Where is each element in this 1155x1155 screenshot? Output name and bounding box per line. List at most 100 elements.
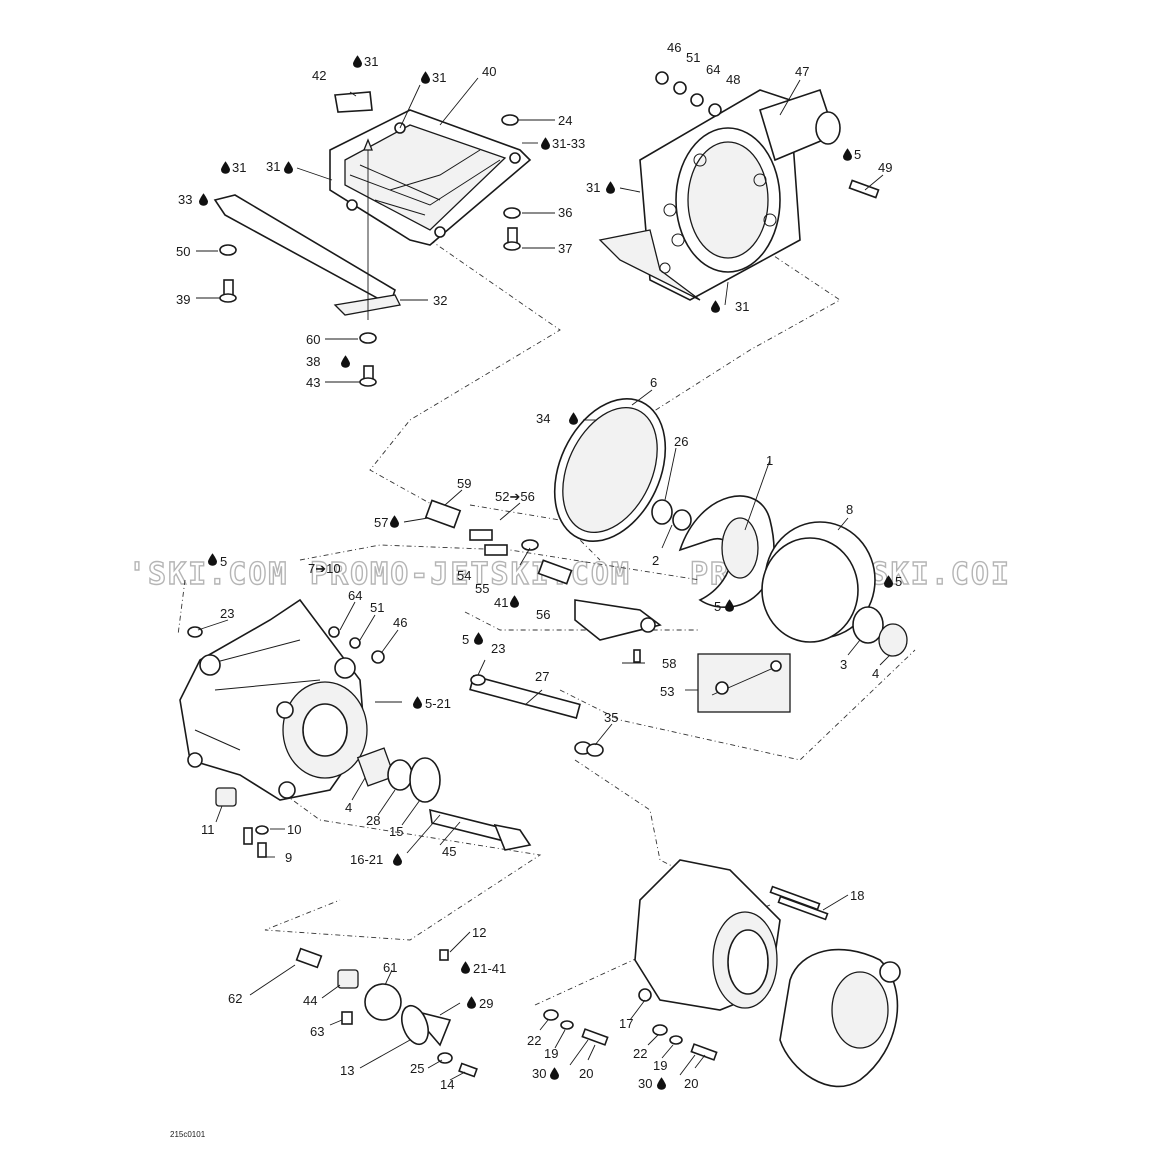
- drop-icon: [341, 355, 350, 368]
- drop-icon: [390, 515, 399, 528]
- callout: 32: [433, 293, 447, 308]
- callout: 50: [176, 244, 190, 259]
- callout: 20: [684, 1076, 698, 1091]
- callout: 19: [653, 1058, 667, 1073]
- hardware-top-left: [219, 114, 521, 387]
- callout-labels: 31 42 31 40 24 31-33 31 31 33 36 37 50 3…: [176, 40, 902, 1092]
- callout: 13: [340, 1063, 354, 1078]
- callout: 41: [494, 595, 508, 610]
- drop-icon: [284, 161, 293, 174]
- callout: 31: [364, 54, 378, 69]
- callout: 45: [442, 844, 456, 859]
- callout: 37: [558, 241, 572, 256]
- drop-icon: [711, 300, 720, 313]
- drop-icon: [413, 696, 422, 709]
- watermark-middle: PROMO-JETSKI.COM: [310, 557, 631, 592]
- callout: 5: [895, 574, 902, 589]
- callout: 48: [726, 72, 740, 87]
- callout: 25: [410, 1061, 424, 1076]
- callout: 20: [579, 1066, 593, 1081]
- callout: 63: [310, 1024, 324, 1039]
- drop-icon: [208, 553, 217, 566]
- callout: 4: [345, 800, 352, 815]
- callout: 30: [638, 1076, 652, 1091]
- callout: 59: [457, 476, 471, 491]
- callout: 57: [374, 515, 388, 530]
- callout: 61: [383, 960, 397, 975]
- drop-icon: [510, 595, 519, 608]
- callout: 22: [633, 1046, 647, 1061]
- callout: 1: [766, 453, 773, 468]
- drop-icon: [461, 961, 470, 974]
- drop-icon: [606, 181, 615, 194]
- callout: 52➔56: [495, 489, 535, 504]
- callout: 64: [348, 588, 362, 603]
- callout: 36: [558, 205, 572, 220]
- callout: 38: [306, 354, 320, 369]
- callout: 5: [854, 147, 861, 162]
- drop-icon: [550, 1067, 559, 1080]
- drop-icon: [421, 71, 430, 84]
- callout: 58: [662, 656, 676, 671]
- callout: 27: [535, 669, 549, 684]
- drop-icon: [467, 996, 476, 1009]
- callout: 43: [306, 375, 320, 390]
- callout: 5: [220, 554, 227, 569]
- callout: 31-33: [552, 136, 585, 151]
- callout: 19: [544, 1046, 558, 1061]
- callout: 29: [479, 996, 493, 1011]
- callout: 21-41: [473, 961, 506, 976]
- drop-icon: [843, 148, 852, 161]
- callout: 42: [312, 68, 326, 83]
- callout: 22: [527, 1033, 541, 1048]
- callout: 7➔10: [308, 561, 341, 576]
- callout: 46: [667, 40, 681, 55]
- callout: 51: [686, 50, 700, 65]
- callout: 40: [482, 64, 496, 79]
- callout: 12: [472, 925, 486, 940]
- callout: 31: [432, 70, 446, 85]
- callout: 17: [619, 1016, 633, 1031]
- callout: 23: [491, 641, 505, 656]
- drop-icon: [221, 161, 230, 174]
- callout: 23: [220, 606, 234, 621]
- callout: 2: [652, 553, 659, 568]
- callout: 26: [674, 434, 688, 449]
- callout: 53: [660, 684, 674, 699]
- callout: 31: [735, 299, 749, 314]
- venturi-nozzle: [634, 859, 901, 1088]
- callout: 9: [285, 850, 292, 865]
- callout: 55: [475, 581, 489, 596]
- callout: 30: [532, 1066, 546, 1081]
- callout: 62: [228, 991, 242, 1006]
- callout: 24: [558, 113, 572, 128]
- callout: 5-21: [425, 696, 451, 711]
- callout: 15: [389, 824, 403, 839]
- callout: 44: [303, 993, 317, 1008]
- drop-icon: [199, 193, 208, 206]
- watermark-left: 'SKI.COM: [128, 557, 289, 592]
- callout: 46: [393, 615, 407, 630]
- drop-icon: [474, 632, 483, 645]
- callout: 31: [232, 160, 246, 175]
- callout: 8: [846, 502, 853, 517]
- callout: 47: [795, 64, 809, 79]
- callout: 31: [266, 159, 280, 174]
- callout: 28: [366, 813, 380, 828]
- callout: 33: [178, 192, 192, 207]
- callout: 60: [306, 332, 320, 347]
- callout: 11: [201, 822, 215, 837]
- callout: 10: [287, 822, 301, 837]
- ride-plate-assembly: [213, 91, 532, 320]
- linkage-parts: [424, 499, 791, 713]
- cone-cap: [295, 947, 718, 1078]
- callout: 6: [650, 375, 657, 390]
- pump-housing: [179, 598, 385, 858]
- drop-icon: [657, 1077, 666, 1090]
- drop-icon: [393, 853, 402, 866]
- callout: 16-21: [350, 852, 383, 867]
- diagram-id: 215c0101: [170, 1130, 206, 1139]
- callout: 18: [850, 888, 864, 903]
- drop-icon: [541, 137, 550, 150]
